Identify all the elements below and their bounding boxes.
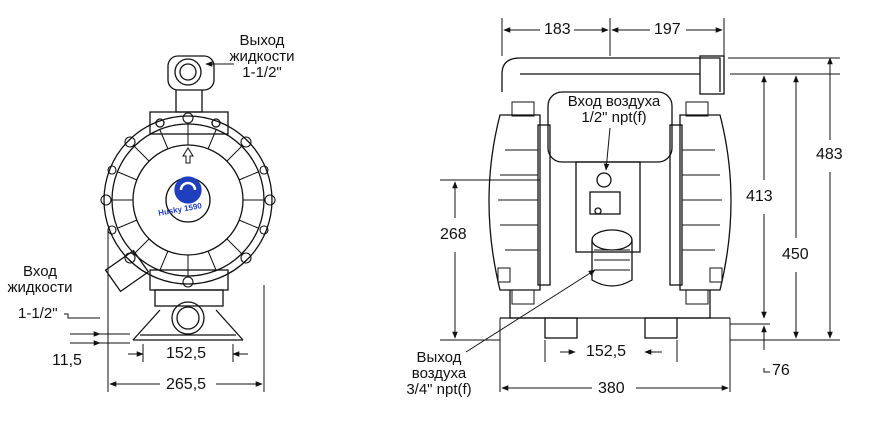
dim-height-483: 483 [816, 146, 843, 163]
fluid-outlet-line1: Выход [239, 32, 285, 49]
air-inlet-line2: 1/2" npt(f) [581, 109, 647, 126]
air-exhaust-label: Выход воздуха 3/4" npt(f) [396, 350, 482, 398]
dim-side-base-mount: 152,5 [586, 343, 627, 360]
fluid-outlet-label: Выход жидкости 1-1/2" [222, 33, 302, 81]
dim-left-base-mount: 152,5 [166, 345, 207, 362]
air-inlet-label: Вход воздуха 1/2" npt(f) [558, 94, 670, 126]
dim-left-inlet-offset: 11,5 [52, 352, 82, 369]
dim-inlet-height: 268 [440, 226, 467, 243]
fluid-inlet-label: Вход жидкости [2, 264, 78, 296]
dim-side-base-offset: 76 [772, 362, 790, 379]
fluid-inlet-line2: жидкости [7, 279, 73, 296]
dim-height-413: 413 [746, 188, 773, 205]
side-dimension-lines [440, 18, 840, 392]
air-exhaust-line1: Выход [416, 349, 462, 366]
dim-side-base-width: 380 [598, 380, 625, 397]
dim-top-left: 183 [544, 21, 571, 38]
fluid-inlet-line1: Вход [23, 263, 57, 280]
fluid-outlet-line3: 1-1/2" [242, 64, 282, 81]
air-exhaust-line2: воздуха [411, 365, 467, 382]
dim-left-base-width: 265,5 [166, 376, 207, 393]
fluid-outlet-line2: жидкости [229, 48, 295, 65]
front-dimension-lines [64, 61, 265, 392]
air-inlet-line1: Вход воздуха [567, 93, 661, 110]
front-view-pump [100, 55, 276, 341]
fluid-inlet-size: 1-1/2" [18, 305, 58, 322]
dim-top-right: 197 [654, 21, 681, 38]
dim-height-450: 450 [782, 246, 809, 263]
side-view-pump [488, 55, 732, 339]
graco-logo-icon [174, 176, 202, 204]
air-exhaust-line3: 3/4" npt(f) [406, 381, 472, 398]
